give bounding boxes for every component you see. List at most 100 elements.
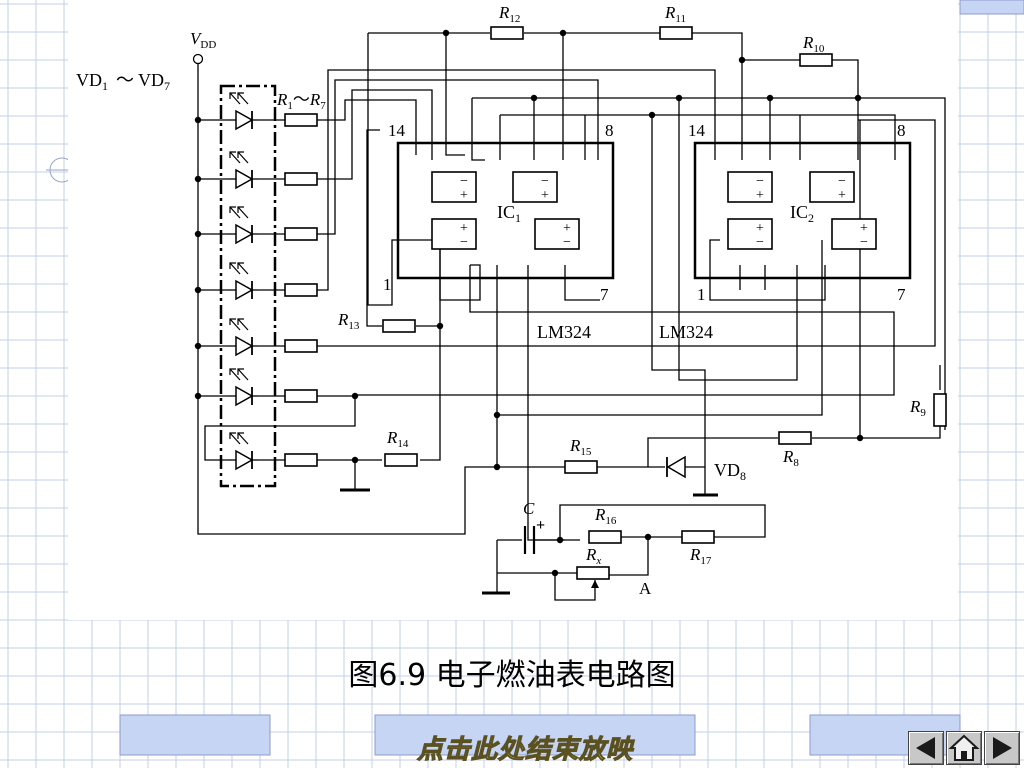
r12-label: R12 — [498, 3, 520, 25]
junction-dot — [766, 94, 774, 102]
r14-label: R14 — [386, 428, 409, 450]
ic2-pin1: 1 — [697, 285, 706, 304]
wire — [317, 99, 417, 155]
bottom-panel-left — [119, 714, 271, 756]
wire — [832, 59, 859, 160]
ic1-part-label: LM324 — [537, 322, 591, 342]
r11-label: R11 — [664, 3, 686, 25]
r8-label: R8 — [782, 447, 799, 469]
resistor-r5 — [284, 339, 318, 353]
led-3 — [228, 206, 258, 245]
junction-dot — [194, 286, 202, 294]
junction-dot — [194, 116, 202, 124]
wire — [651, 115, 706, 495]
junction-dot — [551, 569, 559, 577]
junction-dot — [493, 463, 501, 471]
vd-range-label: VD1～VD7 — [76, 70, 170, 93]
resistor-r7 — [284, 453, 318, 467]
resistor-r2 — [284, 172, 318, 186]
wire — [420, 326, 441, 461]
opamp-sign: − — [860, 235, 868, 250]
r9-label: R9 — [909, 397, 926, 419]
vdd-label: VDD — [190, 29, 216, 51]
ic1-pin7: 7 — [600, 285, 609, 304]
bottom-panel-center — [374, 714, 696, 756]
wire — [709, 239, 826, 301]
wire — [367, 33, 420, 306]
ic2-pin8: 8 — [897, 121, 906, 140]
wire — [678, 98, 798, 381]
wire — [692, 32, 743, 160]
resistor-r6 — [284, 389, 318, 403]
home-button[interactable] — [946, 731, 982, 765]
opamp-sign: − — [541, 174, 549, 189]
ic1-box — [396, 141, 615, 280]
opamp-sign: − — [460, 174, 468, 189]
wire — [317, 89, 433, 180]
led-array-frame — [219, 84, 277, 488]
wire — [559, 504, 766, 540]
ic1-pin8: 8 — [605, 121, 614, 140]
end-show-link[interactable]: 点击此处结束放映 — [416, 735, 633, 766]
vd8-label: VD8 — [714, 460, 746, 483]
opamp-signs: −+−++−+−−+−++−+− — [460, 174, 868, 250]
led-5 — [228, 318, 258, 357]
wire — [500, 114, 896, 160]
wire — [355, 265, 895, 396]
junction-dot — [559, 29, 567, 37]
junction-dots — [194, 29, 864, 577]
led-1 — [228, 92, 258, 131]
junction-dot — [738, 56, 746, 64]
led-6 — [228, 368, 258, 407]
wire — [554, 573, 596, 601]
junction-dot — [530, 94, 538, 102]
figure-caption: 图6.9 电子燃油表电路图 — [348, 658, 676, 693]
triangle-right-icon — [993, 737, 1012, 759]
opamp-8 — [831, 218, 877, 250]
junction-dot — [351, 392, 359, 400]
led-4 — [228, 262, 258, 301]
junction-dot — [194, 392, 202, 400]
opamp-sign: − — [838, 174, 846, 189]
junction-dot — [556, 536, 564, 544]
r10-label: R10 — [802, 33, 825, 55]
opamp-sign: + — [460, 221, 468, 236]
vdd-terminal — [192, 53, 204, 65]
opamp-sign: + — [756, 221, 764, 236]
wire — [647, 437, 778, 467]
ic1-pin1: 1 — [383, 275, 392, 294]
led-7 — [228, 432, 258, 471]
opamp-5 — [727, 171, 773, 203]
r16-label: R16 — [594, 505, 617, 527]
next-slide-button[interactable] — [984, 731, 1020, 765]
resistor-r13 — [382, 319, 416, 333]
resistor-r15 — [564, 460, 598, 474]
junction-dot — [194, 342, 202, 350]
led-2 — [228, 151, 258, 190]
components — [228, 26, 947, 595]
ic2-pin14: 14 — [688, 121, 706, 140]
wire — [605, 536, 649, 576]
resistor-r4 — [284, 283, 318, 297]
resistor-r1 — [284, 113, 318, 127]
resistor-r10 — [799, 53, 833, 67]
ic1-label: IC1 — [497, 202, 521, 225]
wire — [860, 426, 941, 439]
wire — [204, 395, 356, 461]
r1-r7-label: R1～R7 — [276, 90, 326, 112]
junction-dot — [436, 322, 444, 330]
prev-slide-button[interactable] — [908, 731, 944, 765]
opamp-sign: + — [838, 188, 846, 203]
node-a-label: A — [639, 579, 652, 598]
rx-label: Rx — [585, 545, 601, 567]
opamp-4 — [534, 218, 580, 250]
wire — [471, 98, 485, 161]
opamp-sign: − — [756, 174, 764, 189]
junction-dot — [351, 456, 359, 464]
junction-dot — [648, 111, 656, 119]
wire — [317, 119, 936, 347]
opamp-sign: + — [563, 221, 571, 236]
wire — [445, 33, 465, 156]
